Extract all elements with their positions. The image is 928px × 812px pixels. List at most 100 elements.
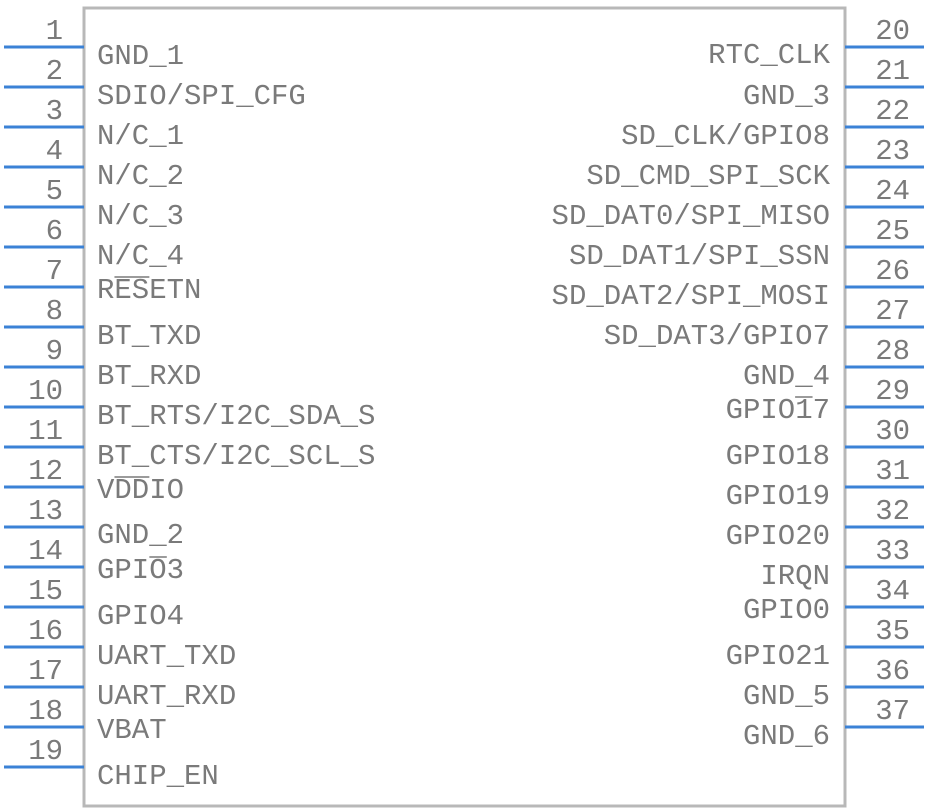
pin-name-label: GPIO0 (743, 594, 830, 627)
pin-3: 3N/C_1 (4, 95, 184, 153)
pin-name-label: GPIO18 (726, 440, 830, 473)
pin-name-label: UART_RXD (97, 680, 236, 713)
pin-number: 14 (28, 535, 63, 568)
pin-name-label: SD_DAT0/SPI_MISO (552, 200, 830, 233)
pin-name-label: GND_3 (743, 80, 830, 113)
pin-name-label: N/C_2 (97, 160, 184, 193)
pin-name-label: GND_6 (743, 720, 830, 753)
pin-name-label: GPIO17 (726, 394, 830, 427)
pin-name-label: IRQN (760, 560, 830, 593)
pin-number: 31 (875, 455, 910, 488)
pin-number: 3 (46, 95, 63, 128)
pin-name-label: GPIO21 (726, 640, 830, 673)
pin-name-label: CHIP_EN (97, 760, 219, 793)
pin-name-label: BT_CTS/I2C_SCL_S (97, 440, 375, 473)
pin-number: 18 (28, 695, 63, 728)
pin-name-label: GPIO19 (726, 480, 830, 513)
pin-number: 34 (875, 575, 910, 608)
pin-number: 29 (875, 375, 910, 408)
pin-name-label: SD_DAT1/SPI_SSN (569, 240, 830, 273)
pin-number: 35 (875, 615, 910, 648)
pin-number: 11 (28, 415, 63, 448)
pin-number: 13 (28, 495, 63, 528)
pin-number: 30 (875, 415, 910, 448)
pin-number: 22 (875, 95, 910, 128)
pin-number: 7 (46, 255, 63, 288)
left-pin-group: 1GND_12SDIO/SPI_CFG3N/C_14N/C_25N/C_36N/… (4, 15, 375, 793)
pin-name-label: SD_DAT2/SPI_MOSI (552, 280, 830, 313)
pin-number: 32 (875, 495, 910, 528)
pin-number: 21 (875, 55, 910, 88)
pin-name-label: RTC_CLK (708, 39, 830, 72)
pin-number: 15 (28, 575, 63, 608)
pin-4: 4N/C_2 (4, 135, 184, 193)
pin-name-label: SD_CLK/GPIO8 (621, 120, 830, 153)
pin-number: 27 (875, 295, 910, 328)
pin-name-label: GND_2 (97, 519, 184, 552)
pin-number: 17 (28, 655, 63, 688)
pin-name-label: GND_1 (97, 40, 184, 73)
pin-name-label: BT_RTS/I2C_SDA_S (97, 400, 375, 433)
pin-name-label: SDIO/SPI_CFG (97, 80, 306, 113)
pin-9: 9BT_RXD (4, 335, 201, 393)
pin-number: 37 (875, 695, 910, 728)
pin-name-label: SD_CMD_SPI_SCK (586, 160, 830, 193)
pin-number: 19 (28, 735, 63, 768)
component-body (82, 6, 847, 808)
pin-number: 4 (46, 135, 63, 168)
pin-number: 9 (46, 335, 63, 368)
pin-number: 24 (875, 175, 910, 208)
pin-name-label: VBAT (97, 714, 167, 747)
pin-6: 6N/C_4 (4, 215, 184, 273)
pin-number: 8 (46, 295, 63, 328)
pin-number: 33 (875, 535, 910, 568)
pin-5: 5N/C_3 (4, 175, 184, 233)
pin-number: 25 (875, 215, 910, 248)
pin-name-label: GND_5 (743, 680, 830, 713)
pin-number: 36 (875, 655, 910, 688)
pin-name-label: RESETN (97, 274, 201, 307)
pin-number: 6 (46, 215, 63, 248)
pin-number: 28 (875, 335, 910, 368)
pin-name-label: SD_DAT3/GPIO7 (604, 320, 830, 353)
pin-number: 26 (875, 255, 910, 288)
pin-number: 16 (28, 615, 63, 648)
pin-name-label: GND_4 (743, 360, 830, 393)
pin-name-label: BT_RXD (97, 360, 201, 393)
pin-name-label: GPIO20 (726, 520, 830, 553)
pin-name-label: UART_TXD (97, 640, 236, 673)
pin-name-label: BT_TXD (97, 320, 201, 353)
pin-name-label: VDDIO (97, 474, 184, 507)
pin-name-label: N/C_1 (97, 120, 184, 153)
pin-number: 1 (46, 15, 63, 48)
